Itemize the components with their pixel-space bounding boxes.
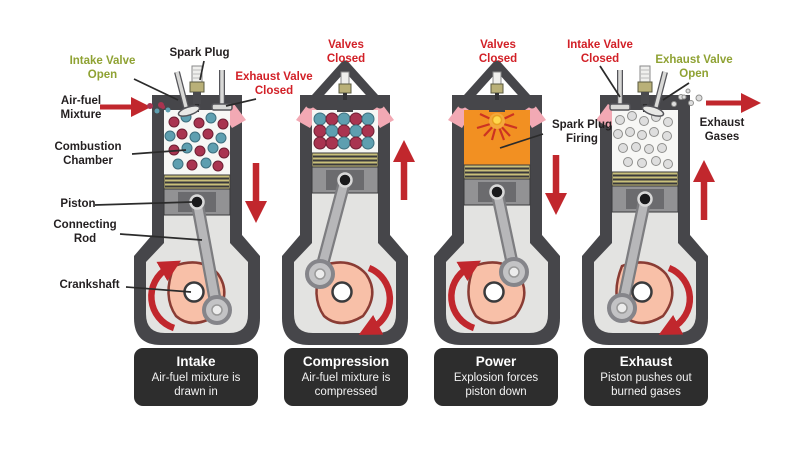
incoming-mixture-dot	[158, 102, 164, 108]
closed-valves-tent	[305, 60, 385, 109]
label-valves-closed-power: Valves Closed	[478, 39, 518, 65]
label-exhaust-gases: Exhaust Gases	[699, 117, 745, 143]
engine-exhaust-diagram	[582, 65, 715, 345]
connecting-rod	[190, 195, 232, 325]
engine-power-diagram	[434, 60, 567, 345]
label-crankshaft: Crankshaft	[59, 279, 120, 291]
stroke-title: Intake	[176, 354, 216, 369]
stroke-title: Exhaust	[619, 354, 673, 369]
burned-gas-dots	[613, 111, 673, 169]
label-spark-plug: Spark Plug	[169, 47, 230, 59]
intake-valve-closed-icon	[609, 70, 631, 111]
label-exhaust-valve-closed: Exhaust Valve Closed	[235, 71, 313, 97]
crank-rotation-arrow	[148, 260, 182, 332]
label-intake-valve-open: Intake Valve Open	[69, 55, 136, 81]
stroke-description: Air-fuel mixture is drawn in	[151, 372, 241, 399]
stroke-description: Air-fuel mixture is compressed	[301, 372, 391, 399]
exhaust-valve-open-icon	[641, 71, 668, 117]
label-valves-closed-compression: Valves Closed	[326, 39, 366, 65]
wrist-pin	[189, 194, 205, 210]
crank-journal	[331, 281, 353, 303]
label-exhaust-valve-open: Exhaust Valve Open	[655, 54, 733, 80]
spark-plug-icon	[489, 71, 505, 112]
label-intake-valve-closed: Intake Valve Closed	[567, 39, 633, 65]
connecting-rod	[305, 173, 352, 289]
crank-journal	[183, 281, 205, 303]
incoming-mixture-dot	[165, 107, 171, 113]
crank-journal	[483, 281, 505, 303]
crank-rotation-arrow	[358, 264, 394, 335]
label-air-fuel-mixture: Air-fuel Mixture	[60, 95, 102, 121]
caption-power: Power Explosion forces piston down	[434, 348, 558, 407]
caption-intake: Intake Air-fuel mixture is drawn in	[134, 348, 258, 407]
stroke-description: Piston pushes out burned gases	[600, 372, 692, 399]
engine-compression-diagram	[282, 60, 415, 345]
engine-intake-diagram	[134, 65, 267, 345]
stroke-title: Power	[475, 354, 517, 369]
explosion-spark	[476, 113, 518, 141]
label-connecting-rod: Connecting Rod	[53, 219, 117, 245]
compressed-mixture-dots	[313, 112, 375, 150]
closed-valves-tent	[457, 60, 537, 109]
connecting-rod	[607, 192, 652, 323]
label-spark-plug-firing: Spark Plug Firing	[551, 119, 613, 145]
wrist-pin	[637, 191, 653, 207]
label-combustion-chamber: Combustion Chamber	[54, 141, 122, 167]
crank-rotation-arrow	[658, 264, 694, 335]
spark-plug-icon	[337, 71, 353, 112]
intake-valve-open-icon	[174, 71, 201, 117]
label-piston: Piston	[60, 198, 96, 210]
wrist-pin	[337, 172, 353, 188]
caption-compression: Compression Air-fuel mixture is compress…	[284, 348, 408, 407]
stroke-description: Explosion forces piston down	[453, 372, 539, 399]
wrist-pin	[489, 184, 505, 200]
connecting-rod	[490, 185, 529, 287]
stroke-title: Compression	[302, 354, 390, 369]
caption-exhaust: Exhaust Piston pushes out burned gases	[584, 348, 708, 407]
crank-journal	[631, 281, 653, 303]
crank-rotation-arrow	[448, 260, 482, 332]
